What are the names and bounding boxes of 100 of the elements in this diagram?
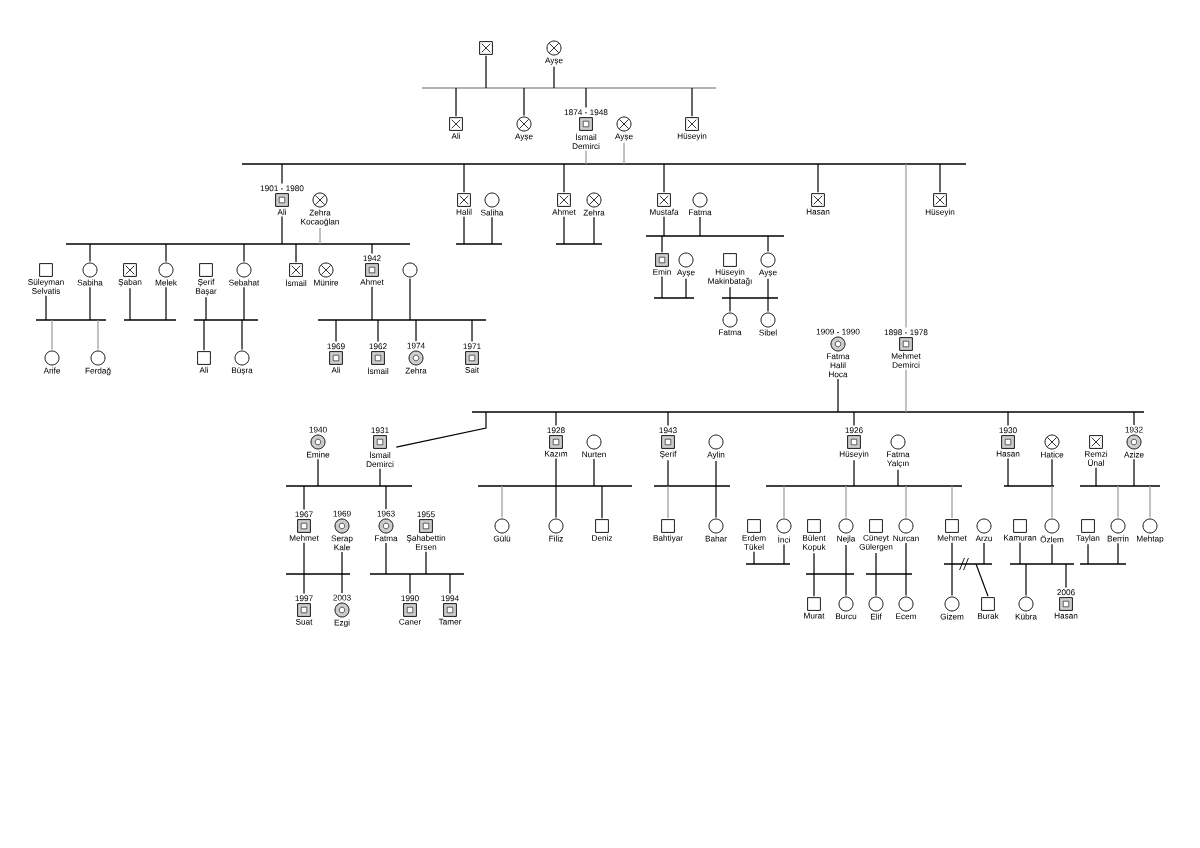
connector-line (1133, 458, 1135, 487)
female-symbol (402, 262, 418, 278)
family-line (1004, 485, 1054, 487)
connector-line (783, 485, 785, 519)
connector-line (89, 286, 91, 321)
connector-line (663, 216, 665, 237)
family-line (242, 163, 966, 165)
connector-line (165, 243, 167, 263)
connector-line (951, 542, 953, 565)
family-line (654, 485, 730, 487)
connector-line (385, 485, 387, 510)
connector-line (379, 468, 381, 487)
family-line (478, 485, 632, 487)
connector-line (691, 87, 693, 117)
connector-line (601, 485, 603, 519)
connector-line (203, 319, 205, 351)
connector-line (45, 295, 47, 321)
connector-line (837, 378, 839, 413)
connector-line (555, 457, 557, 487)
connector-line (875, 552, 877, 575)
connector-line (1117, 485, 1119, 519)
connector-line (951, 485, 953, 519)
connector-line (1051, 458, 1053, 487)
connector-line (905, 542, 907, 575)
connector-line (51, 319, 53, 351)
connector-line (1149, 485, 1151, 519)
connector-line (593, 216, 595, 245)
connector-line (425, 551, 427, 575)
connector-line (1019, 541, 1021, 565)
family-line (722, 297, 778, 299)
connector-line (409, 573, 411, 595)
connector-line (905, 573, 907, 597)
connector-line (667, 485, 669, 519)
connector-line (317, 458, 319, 487)
connector-line (699, 216, 701, 237)
connector-line (729, 286, 731, 299)
connector-line (623, 142, 625, 165)
connector-line (853, 411, 855, 427)
connector-line (983, 542, 985, 565)
family-line (318, 319, 486, 321)
male-symbol (479, 41, 493, 55)
family-line (194, 319, 258, 321)
connector-line (593, 458, 595, 487)
family-line (422, 87, 716, 89)
family-line (806, 573, 854, 575)
connector-line (975, 563, 989, 597)
connector-line (341, 551, 343, 575)
connector-line (1051, 543, 1053, 565)
connector-line (853, 459, 855, 487)
connector-line (303, 485, 305, 511)
connector-line (523, 87, 525, 117)
family-line (370, 573, 464, 575)
connector-line (845, 485, 847, 519)
family-line (286, 573, 350, 575)
connector-line (555, 485, 557, 519)
connector-line (661, 235, 663, 253)
family-line (944, 557, 992, 571)
connector-line (663, 163, 665, 193)
connector-line (205, 296, 207, 321)
connector-line (555, 411, 557, 427)
family-line (472, 411, 1144, 413)
connector-line (385, 542, 387, 575)
connector-line (89, 243, 91, 263)
family-line (654, 297, 694, 299)
connector-line (463, 163, 465, 193)
family-line (1080, 485, 1160, 487)
connector-line (813, 552, 815, 575)
family-line (1010, 563, 1074, 565)
connector-line (319, 227, 321, 245)
connector-line (341, 573, 343, 594)
family-line (124, 319, 176, 321)
family-line (36, 319, 106, 321)
family-line (66, 243, 410, 245)
connector-line (715, 485, 717, 519)
connector-line (243, 286, 245, 321)
connector-line (303, 573, 305, 595)
connector-line (715, 460, 717, 487)
connector-line (371, 243, 373, 255)
connector-line (667, 459, 669, 487)
family-line (556, 243, 602, 245)
connector-line (463, 216, 465, 245)
connector-line (817, 163, 819, 193)
connector-line (661, 276, 663, 299)
connector-line (471, 319, 473, 343)
connector-line (667, 411, 669, 427)
connector-line (335, 319, 337, 343)
connector-line (905, 163, 907, 329)
family-line (866, 573, 912, 575)
family-line (1080, 563, 1126, 565)
connector-line (845, 573, 847, 597)
connector-line (371, 286, 373, 321)
connector-line (243, 243, 245, 263)
family-line (456, 243, 502, 245)
connector-line (951, 563, 953, 597)
connector-line (563, 216, 565, 245)
connector-line (129, 287, 131, 321)
connector-line (553, 66, 555, 89)
connector-line (585, 87, 587, 109)
connector-line (1117, 542, 1119, 565)
connector-line (767, 297, 769, 313)
